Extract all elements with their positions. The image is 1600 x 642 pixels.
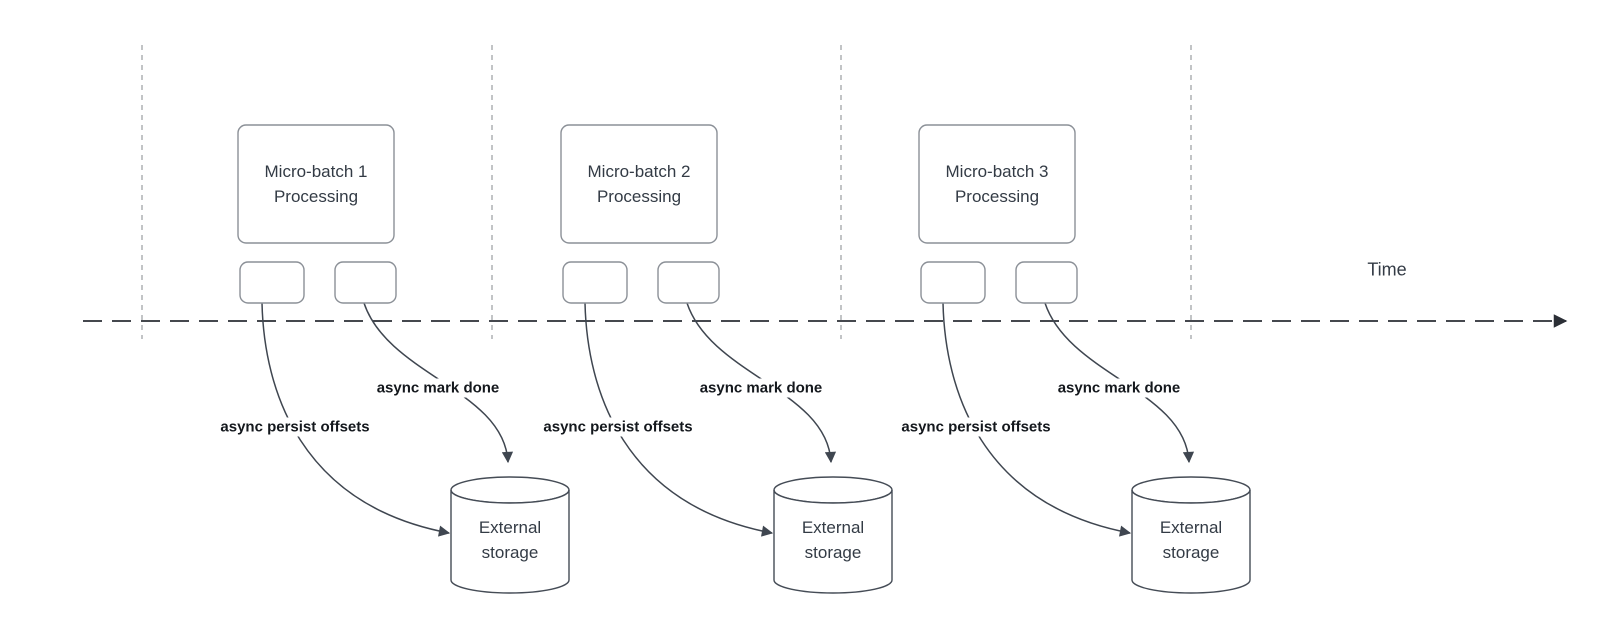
persist-offsets-label: async persist offsets	[897, 417, 1055, 437]
mark-done-label: async mark done	[372, 378, 504, 398]
task-box-left	[562, 261, 628, 304]
processing-box	[560, 124, 718, 244]
microbatch-group-2	[560, 124, 893, 594]
processing-box	[237, 124, 395, 244]
persist-offsets-arrow	[261, 302, 451, 537]
storage-cylinder	[773, 476, 893, 594]
storage-cylinder-label: External storage	[1159, 518, 1223, 562]
storage-cylinder-label: External storage	[478, 518, 542, 562]
microbatch-group-3	[918, 124, 1251, 594]
task-box-right	[334, 261, 397, 304]
storage-cylinder-label: External storage	[801, 518, 865, 562]
task-box-left	[920, 261, 986, 304]
persist-offsets-arrow	[942, 302, 1132, 537]
task-box-right	[657, 261, 720, 304]
processing-box-title: Micro-batch 1 Processing	[264, 162, 368, 206]
task-box-left	[239, 261, 305, 304]
persist-offsets-label: async persist offsets	[539, 417, 697, 437]
storage-cylinder	[450, 476, 570, 594]
storage-cylinder	[1131, 476, 1251, 594]
mark-done-label: async mark done	[695, 378, 827, 398]
mark-done-label: async mark done	[1053, 378, 1185, 398]
persist-offsets-label: async persist offsets	[216, 417, 374, 437]
persist-offsets-arrow	[584, 302, 774, 537]
processing-box-title: Micro-batch 2 Processing	[587, 162, 691, 206]
task-box-right	[1015, 261, 1078, 304]
interval-guides	[141, 45, 1192, 339]
time-axis-label: Time	[1367, 259, 1407, 280]
processing-box	[918, 124, 1076, 244]
microbatch-group-1	[237, 124, 570, 594]
processing-box-title: Micro-batch 3 Processing	[945, 162, 1049, 206]
